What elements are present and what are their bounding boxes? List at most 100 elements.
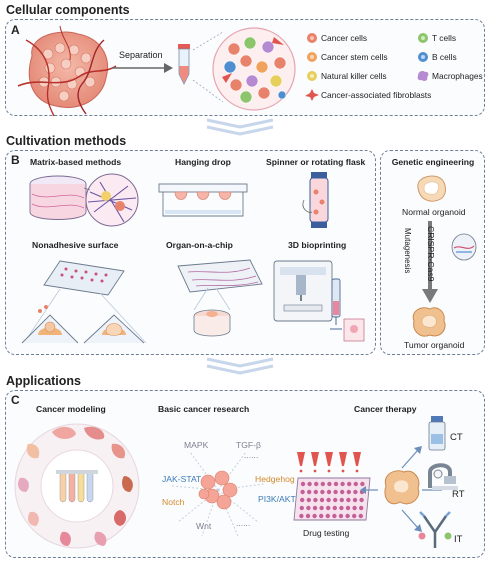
- plate-well: [327, 481, 332, 487]
- legend-natural-killer-cells: Natural killer cells: [321, 71, 387, 81]
- plate-well: [320, 481, 325, 487]
- legend-cancer-cells: Cancer cells: [321, 33, 368, 43]
- plate-well: [313, 489, 318, 495]
- panel-b-label: B: [11, 153, 20, 167]
- section-title-cultivation: Cultivation methods: [6, 134, 127, 148]
- mutagenesis-label: Mutagenesis: [403, 228, 412, 274]
- plate-well: [352, 497, 358, 503]
- separation-label: Separation: [119, 50, 163, 60]
- plate-well: [326, 489, 332, 495]
- plate-well: [312, 513, 317, 519]
- fibroblast-icon: [305, 89, 319, 101]
- cancer-cells-icon: [307, 33, 317, 43]
- plate-well: [326, 505, 331, 511]
- hanging-drop-illustration: [158, 183, 248, 217]
- down-chevron-icon: [206, 118, 274, 136]
- mutagenesis-arrow: [422, 221, 438, 303]
- therapy-it-label: IT: [454, 534, 463, 545]
- macrophages-icon: [417, 71, 429, 81]
- normal-organoid-icon: [417, 175, 446, 202]
- radiotherapy-machine-icon: [428, 463, 458, 490]
- plate-well: [353, 481, 358, 487]
- plate-well: [346, 497, 351, 503]
- organ-on-a-chip-illustration: [177, 259, 263, 337]
- plate-well: [333, 489, 338, 495]
- crispr-cas9-label: CRISPR-Cas9: [426, 226, 436, 282]
- therapy-arrows: [360, 446, 442, 532]
- method-spinner-flask: Spinner or rotating flask: [266, 157, 366, 167]
- plate-well: [358, 513, 363, 519]
- plate-well: [319, 513, 324, 519]
- plate-well: [338, 513, 344, 519]
- plate-well: [299, 505, 304, 511]
- t-cells-icon: [418, 33, 428, 43]
- section-title-applications: Applications: [6, 374, 82, 388]
- test-tube-icon: [178, 44, 190, 85]
- panel-a-label: A: [11, 23, 20, 37]
- antibody-icon: [418, 511, 452, 548]
- separation-arrow: [112, 63, 173, 73]
- plate-well: [305, 513, 311, 519]
- plate-well: [345, 513, 350, 519]
- plate-well: [300, 489, 305, 495]
- cancer-stem-cells-icon: [307, 52, 317, 62]
- plate-well: [359, 497, 364, 503]
- plate-well: [299, 513, 304, 519]
- legend-t-cells: T cells: [432, 33, 457, 43]
- cell-mixture-circle: [212, 27, 296, 111]
- plate-well: [300, 481, 306, 487]
- plate-well: [312, 505, 318, 511]
- plate-well: [314, 481, 319, 487]
- plate-well: [333, 497, 338, 503]
- plate-well: [307, 481, 312, 487]
- method-hanging-drop: Hanging drop: [175, 157, 231, 167]
- tumor-organoid-icon: [412, 307, 446, 337]
- zoom-lines: [192, 31, 224, 103]
- plate-well: [300, 497, 305, 503]
- plate-well: [332, 505, 337, 511]
- legend-cancer-associated-fibroblasts: Cancer-associated fibroblasts: [321, 90, 432, 100]
- pathway-tgf-beta: TGF-β: [236, 440, 261, 450]
- plate-well: [307, 489, 312, 495]
- legend-macrophages: Macrophages: [432, 71, 483, 81]
- plate-well: [360, 481, 365, 487]
- legend-b-cells: B cells: [432, 52, 457, 62]
- plate-well: [340, 489, 345, 495]
- plate-well: [313, 497, 318, 503]
- section-title-cellular: Cellular components: [6, 3, 130, 17]
- tumor-tissue-illustration: [17, 25, 117, 117]
- drug-vial-icon: [428, 416, 446, 451]
- pathway-mapk: MAPK: [184, 440, 209, 450]
- pipettes-illustration: [297, 452, 361, 473]
- plate-well: [332, 513, 337, 519]
- bioprinter-illustration: [273, 260, 365, 342]
- pathway-hub-illustration: [171, 451, 265, 537]
- plate-well: [319, 505, 324, 511]
- plate-well: [352, 505, 357, 511]
- panel-c-label: C: [11, 393, 20, 407]
- tumor-organoid-label: Tumor organoid: [404, 340, 465, 350]
- normal-organoid-label: Normal organoid: [402, 207, 466, 217]
- plate-well: [352, 513, 357, 519]
- therapy-rt-label: RT: [452, 489, 465, 500]
- matrix-dish-illustration: [29, 173, 139, 227]
- spinner-flask-illustration: [302, 172, 329, 228]
- plate-well: [325, 513, 330, 519]
- natural-killer-cells-icon: [307, 71, 317, 81]
- plate-well: [333, 481, 339, 487]
- basic-cancer-research-title: Basic cancer research: [158, 404, 250, 414]
- method-nonadhesive-surface: Nonadhesive surface: [32, 240, 119, 250]
- therapy-ct-label: CT: [450, 432, 463, 443]
- plate-well: [345, 505, 351, 511]
- legend-cancer-stem-cells: Cancer stem cells: [321, 52, 388, 62]
- pathway-notch: Notch: [162, 497, 185, 507]
- cancer-modeling-title: Cancer modeling: [36, 404, 106, 414]
- plate-well: [306, 497, 311, 503]
- cancer-therapy-title: Cancer therapy: [354, 404, 417, 414]
- drug-testing-label: Drug testing: [303, 528, 350, 538]
- plate-well: [346, 489, 351, 495]
- crispr-complex-icon: [451, 233, 477, 261]
- genetic-engineering-title: Genetic engineering: [391, 157, 475, 167]
- pathway-ellipsis: ......: [236, 518, 251, 528]
- method-3d-bioprinting: 3D bioprinting: [288, 240, 347, 250]
